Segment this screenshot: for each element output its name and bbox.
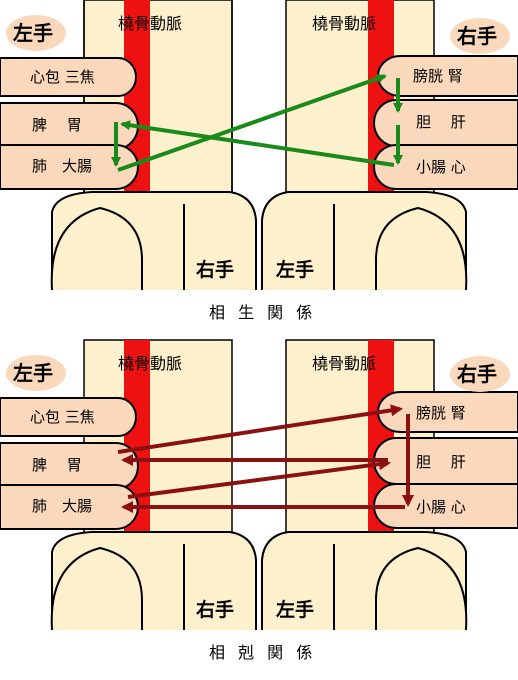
- right-artery-label-2: 橈骨動脈: [312, 354, 376, 373]
- left-artery-label-2: 橈骨動脈: [118, 354, 182, 373]
- restriction-arrows: [117, 404, 414, 513]
- right-finger-3: [373, 144, 518, 190]
- left-fingers: 心包 三焦 脾 胃 肺 大腸: [0, 57, 139, 190]
- right-fingers: 膀胱 腎 胆 肝 小腸 心: [373, 55, 518, 190]
- diagram-mutual-restriction: 橈骨動脈 心包 三焦 脾 胃 肺 大腸 左手 橈骨動脈 膀胱 腎 胆 肝 小腸 …: [0, 339, 518, 662]
- bottom-label-right: 左手: [276, 258, 314, 281]
- left-hand-label: 左手: [13, 21, 53, 45]
- palms-2: 右手 左手: [50, 531, 468, 631]
- generation-arrows: [111, 73, 403, 172]
- left-finger-1: [0, 57, 137, 97]
- bottom-label-left: 右手: [195, 258, 234, 281]
- left-finger-3-label: 肺 大腸: [32, 157, 92, 175]
- arrow-heart-to-spleen: [120, 120, 395, 167]
- left-hand-badge-2: [6, 355, 66, 391]
- left-fingers-2: 心包 三焦 脾 胃 肺 大腸: [0, 397, 139, 530]
- right-artery-label: 橈骨動脈: [312, 14, 376, 33]
- right-hand-label-2: 右手: [457, 362, 497, 386]
- right-hand-label: 右手: [457, 24, 497, 48]
- left-finger-2-label: 脾 胃: [32, 116, 82, 134]
- left-hand-badge: [6, 15, 66, 51]
- right-thumb-2: [375, 546, 468, 631]
- left-artery-label: 橈骨動脈: [118, 14, 182, 33]
- arrow-lung-to-liver: [127, 458, 391, 499]
- left-finger-2-2-label: 脾 胃: [32, 456, 82, 474]
- right-hand-badge: [450, 18, 510, 54]
- right-hand-badge-2: [450, 356, 510, 392]
- palms: 右手 左手: [50, 191, 468, 291]
- caption-generation: 相 生 関 係: [209, 303, 316, 322]
- right-finger-2-2-label: 胆 肝: [416, 453, 466, 471]
- bottom-label-right-2: 左手: [276, 598, 314, 621]
- diagram-mutual-generation: 橈骨動脈 心包 三焦 脾 胃 肺 大腸 左手 橈骨動脈 膀胱 腎 胆 肝 小腸: [0, 0, 518, 322]
- left-finger-2-3-label: 肺 大腸: [32, 497, 92, 515]
- right-finger-1-label: 膀胱 腎: [413, 67, 463, 85]
- right-thumb: [375, 206, 468, 291]
- left-thumb-2: [50, 546, 143, 631]
- left-hand-label-2: 左手: [13, 361, 53, 385]
- bottom-label-left-2: 右手: [195, 598, 234, 621]
- left-finger-2-1-label: 心包 三焦: [30, 408, 95, 426]
- right-finger-2-3-label: 小腸 心: [416, 498, 466, 516]
- right-finger-2-label: 胆 肝: [416, 113, 466, 131]
- caption-restriction: 相 剋 関 係: [209, 643, 316, 662]
- left-thumb: [50, 206, 143, 291]
- left-finger-3: [0, 144, 139, 190]
- right-finger-3-label: 小腸 心: [416, 158, 466, 176]
- left-finger-1-label: 心包 三焦: [30, 68, 95, 86]
- arrow-lung-to-kidney: [117, 73, 387, 172]
- left-finger-2-1: [0, 397, 137, 437]
- arrow-spleen-to-kidney: [117, 404, 403, 454]
- right-finger-2-1-label: 膀胱 腎: [416, 404, 466, 422]
